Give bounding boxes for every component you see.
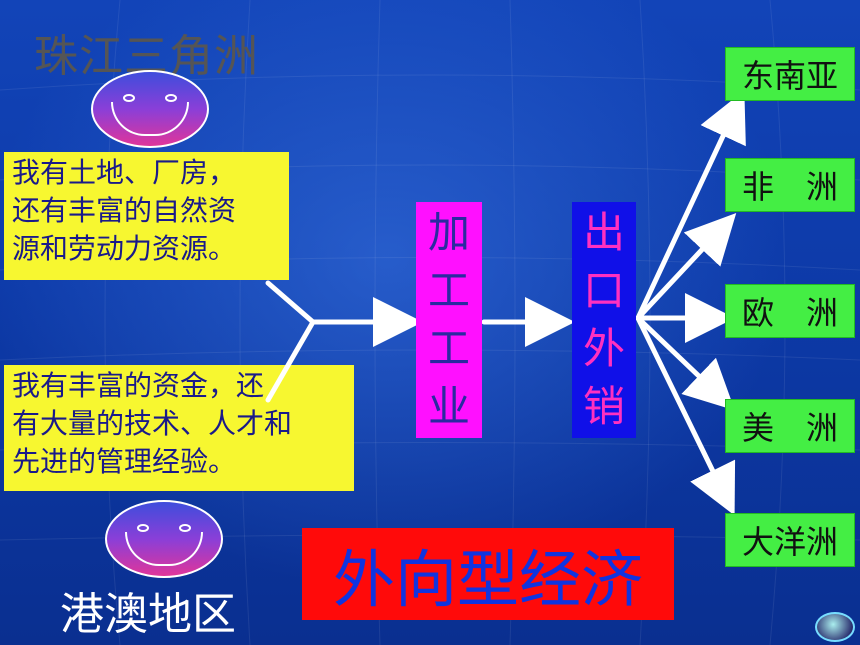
note-line: 先进的管理经验。 — [12, 445, 237, 478]
region-title-bottom: 港澳地区 — [60, 589, 236, 640]
dest-america: 美 洲 — [725, 399, 855, 453]
note-resources: 我有土地、厂房， 还有丰富的自然资 源和劳动力资源。 — [4, 152, 289, 280]
industry-char: 工 — [427, 266, 470, 315]
export-sales-box: 出 口 外 销 — [572, 202, 636, 438]
export-char: 外 — [582, 324, 625, 373]
note-line: 源和劳动力资源。 — [12, 232, 237, 265]
industry-char: 业 — [427, 382, 470, 431]
arrow-to-africa — [635, 213, 737, 321]
export-char: 销 — [582, 382, 625, 431]
navigation-button-icon[interactable] — [815, 612, 855, 642]
dest-africa: 非 洲 — [725, 158, 855, 212]
industry-char: 工 — [427, 324, 470, 373]
note-line: 我有土地、厂房， — [12, 156, 237, 189]
dest-europe: 欧 洲 — [725, 284, 855, 338]
export-char: 出 — [582, 208, 625, 257]
export-char: 口 — [582, 266, 625, 315]
processing-industry-box: 加 工 工 业 — [416, 202, 482, 438]
dest-oceania: 大洋洲 — [725, 513, 855, 567]
note-line: 还有丰富的自然资 — [12, 194, 237, 227]
merge-line-bottom — [265, 319, 316, 403]
arrow-to-oceania — [635, 315, 736, 516]
merge-line-top — [265, 280, 316, 325]
note-line: 有大量的技术、人才和 — [12, 407, 293, 440]
smiley-face-icon — [105, 500, 223, 578]
arrow-to-southeast-asia — [635, 90, 746, 321]
dest-southeast-asia: 东南亚 — [725, 47, 855, 101]
note-line: 我有丰富的资金，还 — [12, 369, 265, 402]
export-economy-banner: 外向型经济 — [302, 528, 674, 620]
industry-char: 加 — [427, 208, 470, 257]
note-capital: 我有丰富的资金，还 有大量的技术、人才和 先进的管理经验。 — [4, 365, 354, 491]
arrow-to-america — [635, 315, 735, 411]
smiley-face-icon — [91, 70, 209, 148]
